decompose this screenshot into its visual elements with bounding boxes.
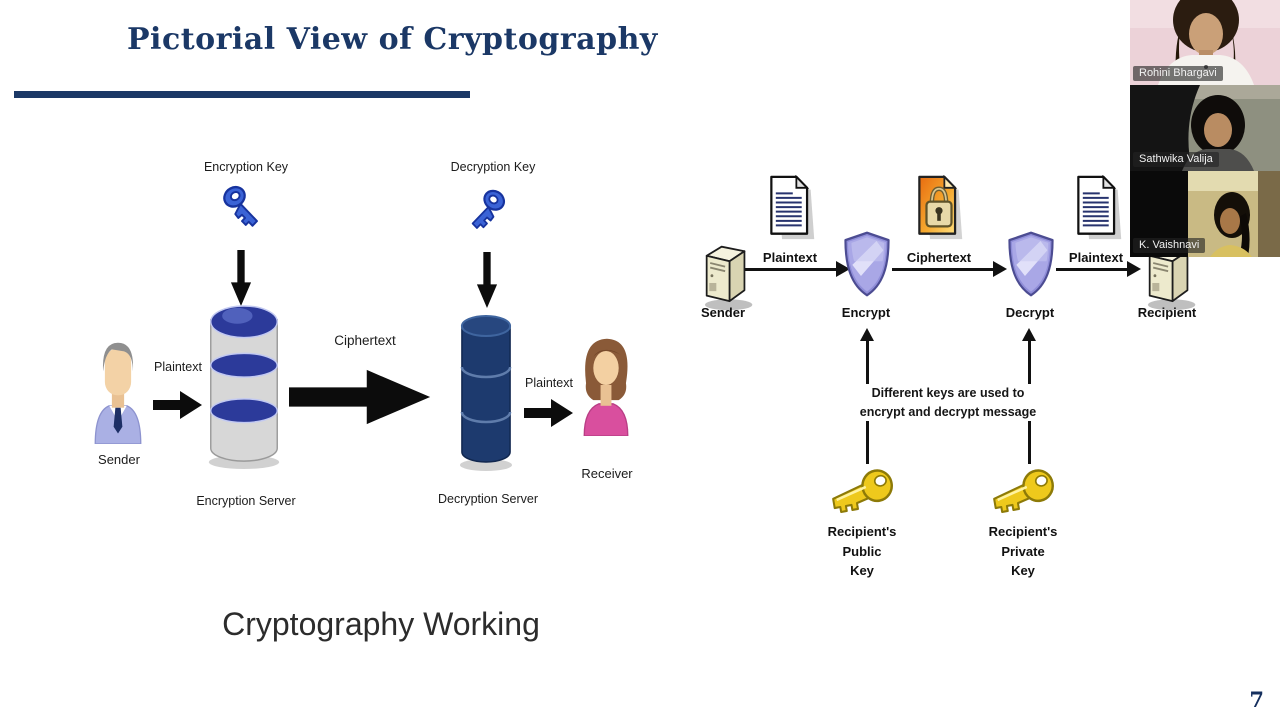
participant-video-tile[interactable]: Sathwika Valija: [1130, 85, 1280, 171]
down-arrow-icon: [230, 250, 252, 307]
ciphertext-label: Ciphertext: [334, 333, 396, 348]
decryption-server-icon: [459, 312, 513, 472]
encrypt-label: Encrypt: [841, 305, 891, 320]
receiver-person-icon: [577, 334, 635, 436]
recipient-label: Recipient: [1137, 305, 1197, 320]
page-number: 7: [1249, 687, 1264, 712]
up-arrowhead-icon: [1022, 328, 1036, 341]
connector-line: [745, 268, 840, 271]
plaintext-label: Plaintext: [525, 376, 573, 390]
public-key-icon: [824, 463, 902, 517]
sender-computer-icon: [697, 234, 755, 312]
plaintext-label: Plaintext: [762, 250, 818, 265]
participant-name: K. Vaishnavi: [1133, 238, 1206, 253]
diagram-caption: Cryptography Working: [222, 606, 540, 642]
private-key-icon: [985, 463, 1063, 517]
right-arrow-icon: [153, 390, 203, 420]
up-arrowhead-icon: [860, 328, 874, 341]
right-arrow-icon: [524, 398, 574, 428]
decrypt-label: Decrypt: [1005, 305, 1055, 320]
page-title: Pictorial View of Cryptography: [127, 22, 658, 57]
plaintext-label: Plaintext: [1068, 250, 1124, 265]
encryption-key-icon: [218, 182, 266, 232]
participant-video-tile[interactable]: Rohini Bhargavi: [1130, 0, 1280, 85]
plaintext-document-icon: [1073, 175, 1123, 241]
participant-name: Sathwika Valija: [1133, 152, 1219, 167]
big-right-arrow-icon: [289, 368, 433, 426]
decryption-key-icon: [464, 186, 510, 234]
decryption-key-label: Decryption Key: [450, 160, 536, 174]
arrowhead-icon: [1127, 261, 1141, 277]
key-label-line: Private: [1001, 543, 1045, 559]
arrowhead-icon: [993, 261, 1007, 277]
encryption-server-icon: [206, 302, 282, 470]
sender-label: Sender: [98, 452, 140, 467]
receiver-label: Receiver: [581, 466, 633, 481]
title-underline-bar: [14, 91, 470, 98]
participant-video: [1130, 0, 1280, 85]
key-label-line: Key: [850, 563, 874, 578]
connector-line: [1056, 268, 1130, 271]
sender-label: Sender: [700, 305, 746, 320]
note-line: encrypt and decrypt message: [859, 404, 1037, 419]
key-label-line: Public: [842, 543, 882, 559]
key-label-line: Key: [1011, 563, 1035, 578]
encryption-key-label: Encryption Key: [203, 160, 289, 174]
public-key-label: Recipient's Public Key: [812, 522, 912, 581]
sender-person-icon: [90, 337, 146, 444]
private-key-label: Recipient's Private Key: [973, 522, 1073, 581]
arrowhead-icon: [836, 261, 850, 277]
connector-line: [892, 268, 996, 271]
key-label-line: Recipient's: [988, 524, 1058, 539]
plaintext-label: Plaintext: [154, 360, 202, 374]
ciphertext-label: Ciphertext: [906, 250, 972, 265]
different-keys-note: Different keys are used to encrypt and d…: [846, 384, 1050, 421]
key-label-line: Recipient's: [827, 524, 897, 539]
note-line: Different keys are used to: [871, 386, 1025, 400]
encrypt-shield-icon: [842, 230, 892, 298]
participant-video-tile[interactable]: K. Vaishnavi: [1130, 171, 1280, 257]
participant-name: Rohini Bhargavi: [1133, 66, 1223, 81]
encryption-server-label: Encryption Server: [196, 494, 296, 508]
down-arrow-icon: [476, 252, 498, 309]
decrypt-shield-icon: [1006, 230, 1056, 298]
plaintext-document-icon: [766, 175, 816, 241]
decryption-server-label: Decryption Server: [437, 492, 539, 506]
ciphertext-lock-icon: [914, 175, 964, 241]
